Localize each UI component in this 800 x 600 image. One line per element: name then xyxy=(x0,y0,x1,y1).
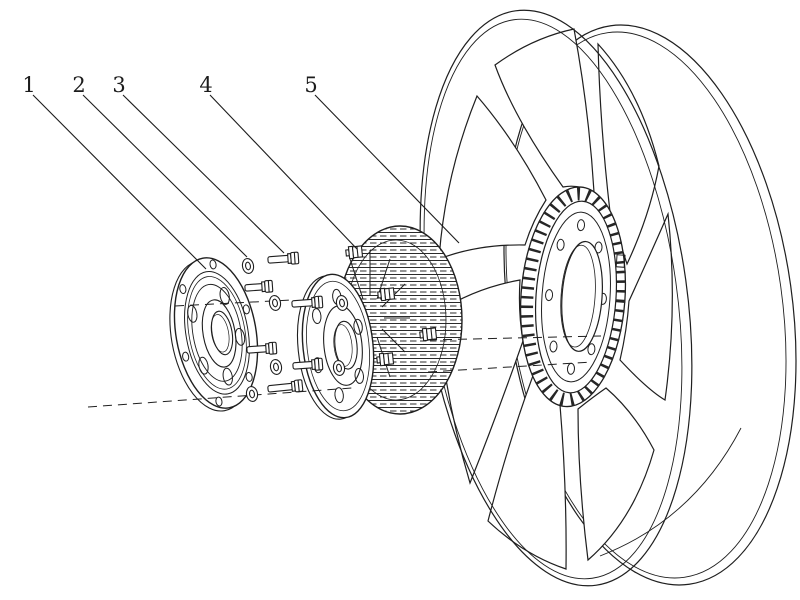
axis-dashed-line xyxy=(427,361,593,373)
leader-line-3 xyxy=(122,94,285,254)
hex-bolt xyxy=(267,379,304,393)
stud-nut xyxy=(376,352,395,367)
fan-hub-bore-depth xyxy=(560,244,596,348)
fan-hub-bore xyxy=(561,240,603,352)
pulley-bore xyxy=(210,310,234,356)
fan-blade xyxy=(438,94,547,260)
callout-number-4: 4 xyxy=(199,73,212,97)
stud-nut xyxy=(345,245,364,260)
pulley-hub-boss xyxy=(201,299,237,368)
washer xyxy=(241,258,255,274)
leader-line-2 xyxy=(82,94,248,258)
fan-blade xyxy=(619,211,673,401)
callout-number-2: 2 xyxy=(72,73,85,97)
part-washers xyxy=(241,258,349,402)
fan-ring-inner-wall xyxy=(599,427,742,557)
fan-hub-flange-face xyxy=(541,211,611,383)
fan-blade xyxy=(597,42,660,266)
stud-nut xyxy=(419,327,438,342)
fan-hub-rib-teeth xyxy=(520,187,626,407)
hex-bolt xyxy=(291,295,324,309)
washer xyxy=(245,386,259,402)
hex-bolt xyxy=(292,357,324,371)
flange-face-ring xyxy=(306,280,370,412)
hex-bolt xyxy=(267,251,300,265)
washer xyxy=(332,360,346,376)
pulley-face-ring-inner xyxy=(187,276,247,390)
flange-bore-depth xyxy=(333,324,353,367)
part-fan-assembly xyxy=(419,9,797,587)
pulley-bore-depth xyxy=(210,314,230,353)
hex-bolt xyxy=(246,341,278,355)
callout-numbers: 1 2 3 4 5 xyxy=(22,73,317,97)
callout-leaders xyxy=(32,94,460,270)
pulley-face-ring-outer xyxy=(184,271,250,395)
flange-face xyxy=(301,273,375,419)
callout-number-3: 3 xyxy=(112,73,125,97)
fan-hub xyxy=(519,186,627,408)
flange-bore xyxy=(334,320,358,370)
fan-hub-tab xyxy=(615,254,626,268)
washer xyxy=(268,295,282,311)
part-bolts xyxy=(244,251,324,393)
washer xyxy=(335,295,349,311)
callout-number-5: 5 xyxy=(304,73,317,97)
pulley-rim-holes xyxy=(179,259,253,407)
fan-blade xyxy=(577,387,655,562)
leader-line-4 xyxy=(209,94,358,250)
washer xyxy=(269,359,283,375)
callout-number-1: 1 xyxy=(22,73,35,97)
leader-line-1 xyxy=(32,94,207,270)
leader-line-5 xyxy=(314,94,460,244)
stud-nut xyxy=(377,287,396,302)
hex-bolt xyxy=(244,279,274,293)
